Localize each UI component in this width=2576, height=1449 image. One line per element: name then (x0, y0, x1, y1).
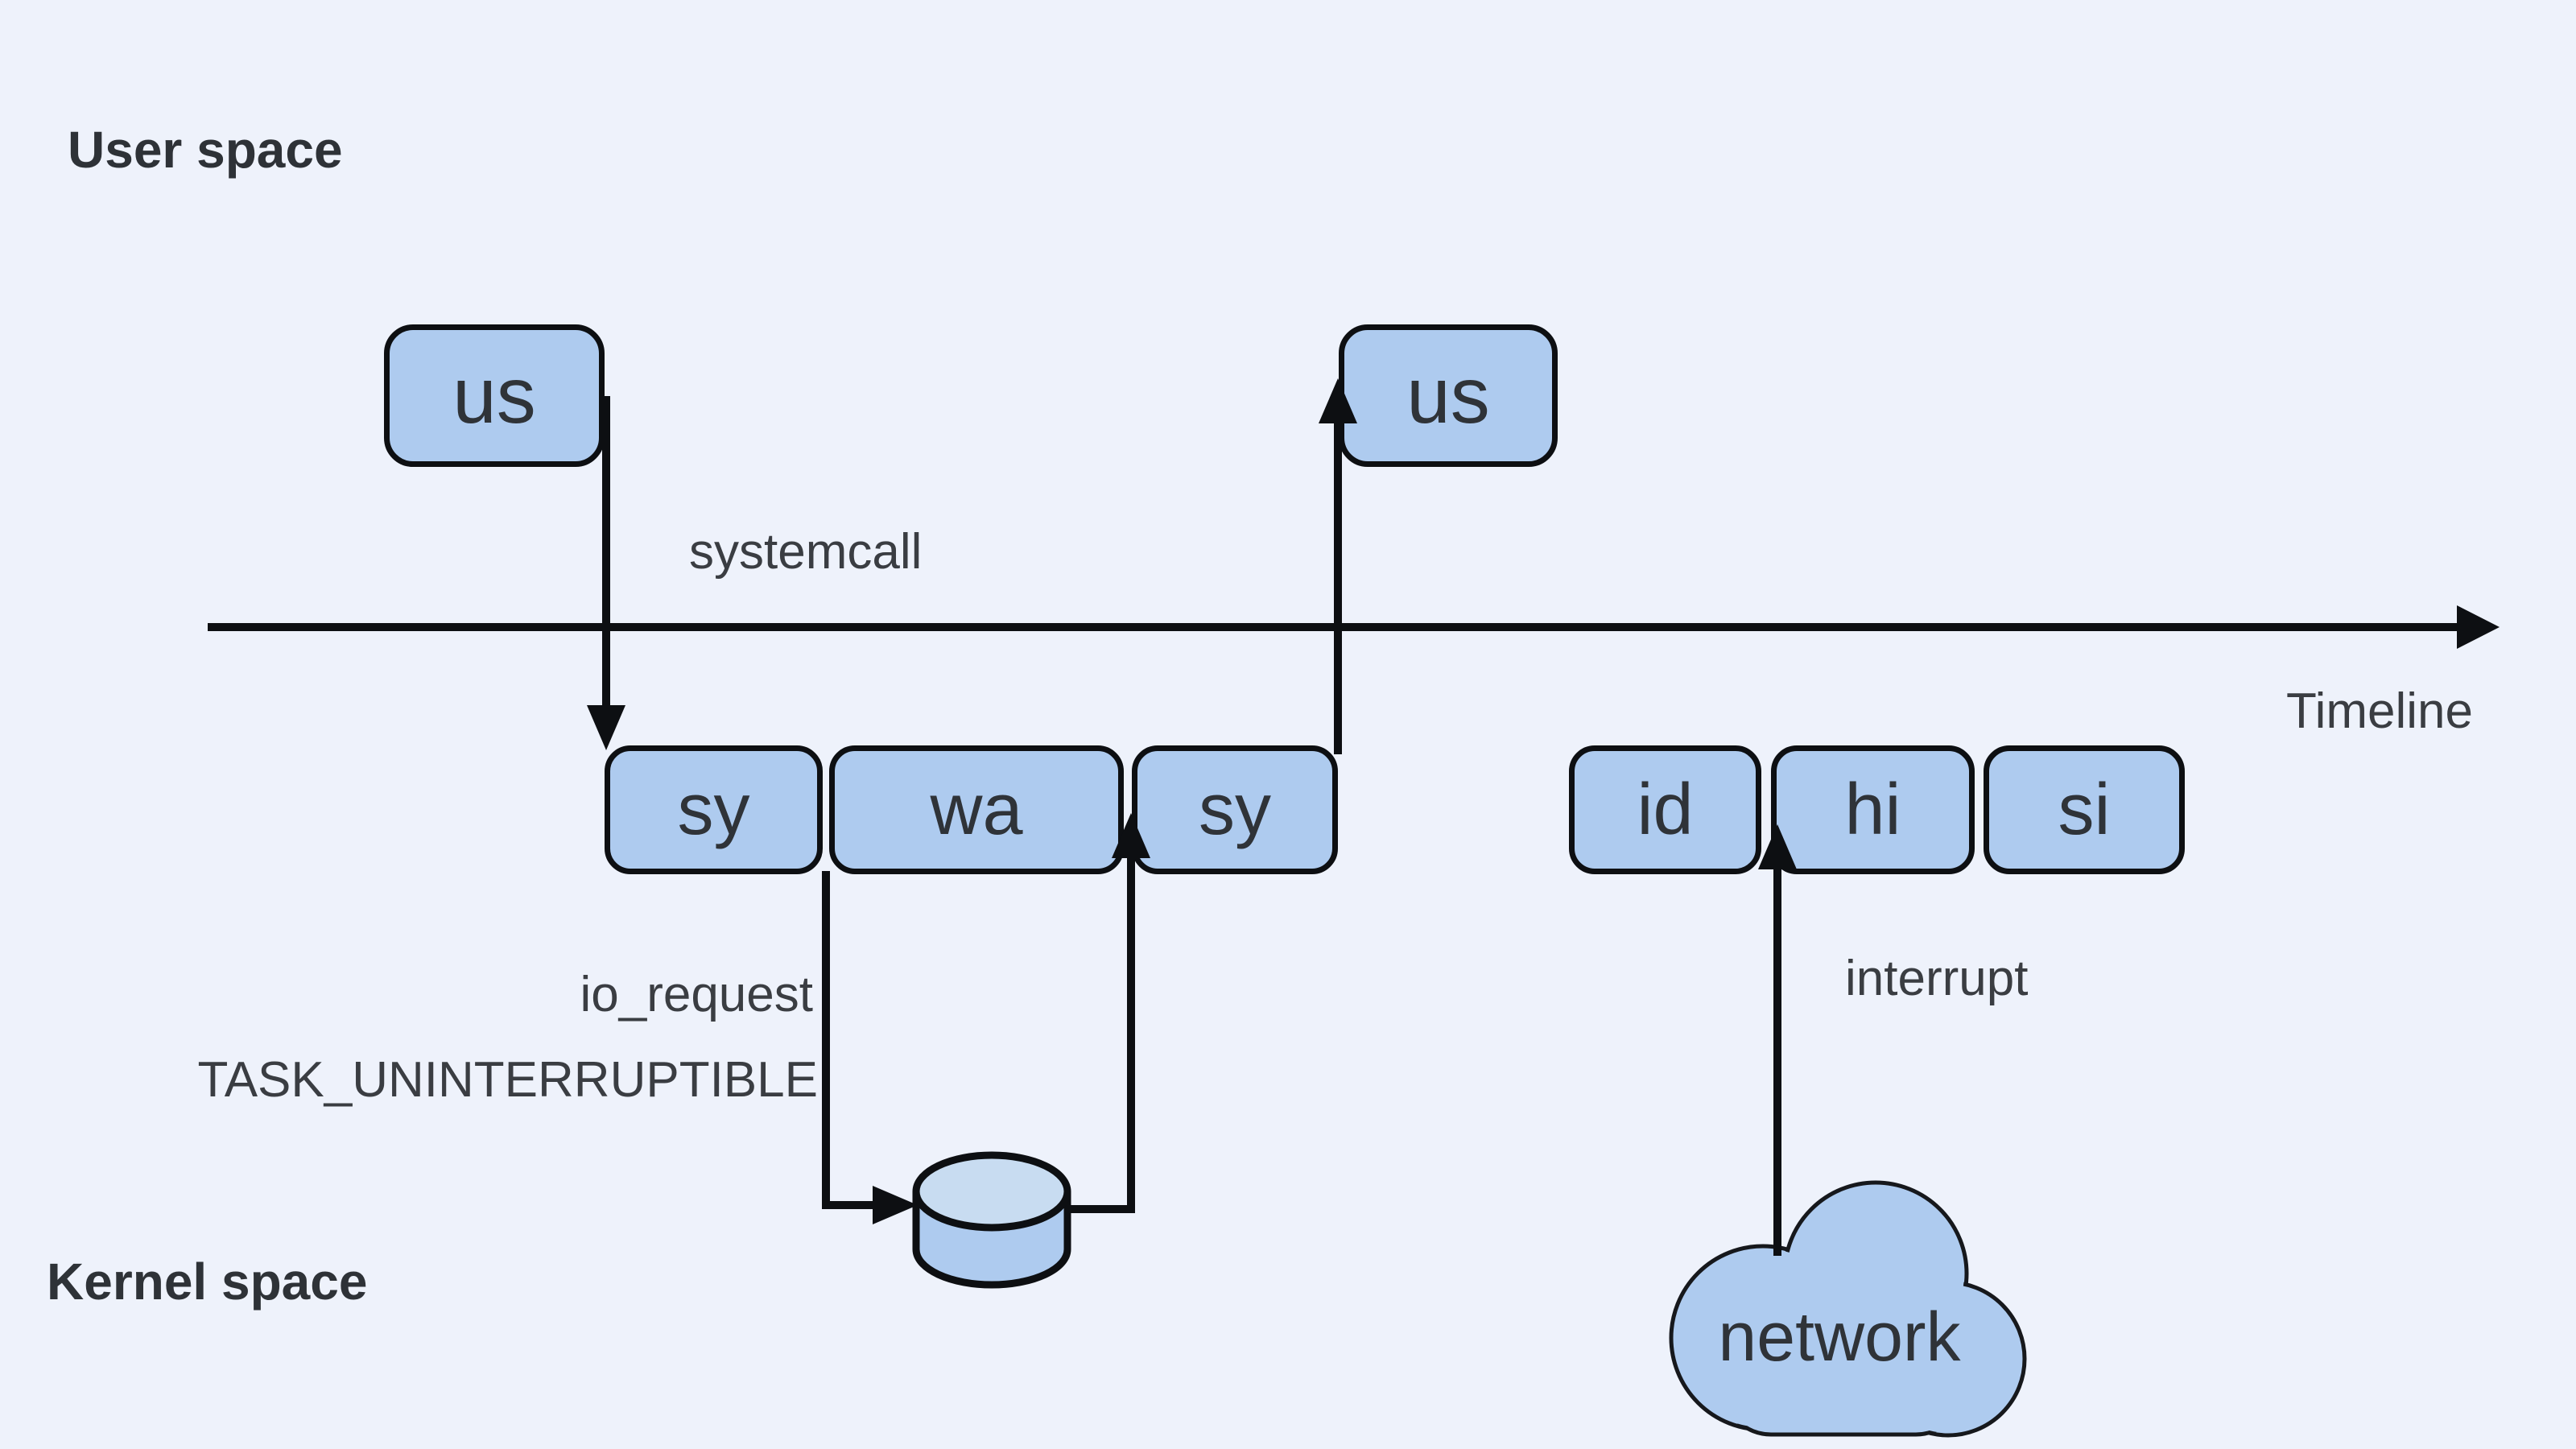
timeline-label: Timeline (2286, 683, 2473, 739)
task-uninterruptible-label: TASK_UNINTERRUPTIBLE (197, 1052, 818, 1108)
node-us-1: us (384, 324, 605, 467)
node-sy-2: sy (1132, 745, 1338, 874)
interrupt-arrow (1758, 824, 1797, 1256)
interrupt-label: interrupt (1845, 951, 2029, 1006)
systemcall-label: systemcall (689, 524, 923, 580)
node-id: id (1569, 745, 1761, 874)
kernel-space-label: Kernel space (47, 1253, 368, 1311)
node-sy-1: sy (605, 745, 823, 874)
node-us-2: us (1339, 324, 1558, 467)
disk-icon (912, 1151, 1071, 1289)
node-si: si (1984, 745, 2185, 874)
node-hi: hi (1771, 745, 1975, 874)
timeline-axis-arrow (208, 605, 2500, 649)
io-request-arrow (822, 871, 918, 1224)
network-label: network (1718, 1298, 1961, 1376)
io-request-label: io_request (580, 967, 813, 1022)
node-wa: wa (829, 745, 1124, 874)
user-space-label: User space (68, 121, 343, 179)
